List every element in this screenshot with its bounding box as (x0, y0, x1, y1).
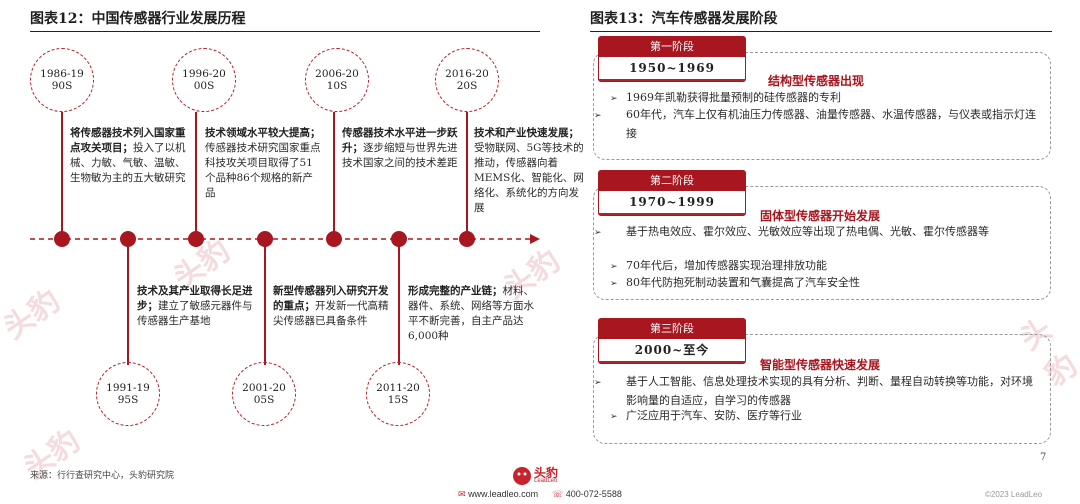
stage-bullet: ➢60年代，汽车上仅有机油压力传感器、油量传感器、水温传感器，与仪表或指示灯连接 (594, 108, 1036, 140)
connector-line (333, 112, 335, 234)
phone-icon: ☏ (552, 489, 564, 499)
bullet-arrow-icon: ➢ (610, 412, 618, 422)
bullet-arrow-icon: ➢ (610, 279, 618, 289)
era-circle-top: 1986-1990S (30, 48, 94, 112)
connector-line (195, 112, 197, 234)
left-title-rule (30, 31, 540, 32)
logo-text: 头豹 (534, 466, 559, 480)
timeline-dot (257, 231, 273, 247)
right-title-rule (590, 31, 1052, 32)
stage-box (593, 52, 1051, 160)
era-circle-bottom: 2001-2005S (232, 362, 296, 426)
era-circle-bottom: 1991-1995S (96, 362, 160, 426)
leopard-logo-icon (513, 467, 531, 485)
brand-logo: 头豹 LeadLeo (512, 464, 568, 488)
connector-line (264, 240, 266, 365)
stage-label: 第二阶段 1970~1999 (598, 170, 746, 216)
timeline-dot (188, 231, 204, 247)
stage-title: 智能型传感器快速发展 (760, 358, 881, 372)
timeline-event-text: 传感器技术水平进一步跃升；逐步缩短与世界先进技术国家之间的技术差距 (342, 127, 458, 169)
website-link[interactable]: ✉ www.leadleo.com (458, 489, 539, 499)
stage-label: 第一阶段 1950~1969 (598, 36, 746, 82)
watermark: 头豹 (0, 283, 67, 347)
timeline-dot (326, 231, 342, 247)
stage-label: 第三阶段 2000~至今 (598, 318, 746, 364)
era-circle-top: 2006-2010S (305, 48, 369, 112)
stage-bullet: ➢1969年凯勒获得批量预制的硅传感器的专利 (610, 89, 1040, 108)
bullet-arrow-icon: ➢ (594, 378, 602, 388)
stage-box (593, 334, 1051, 444)
stage-bullet: ➢广泛应用于汽车、安防、医疗等行业 (610, 407, 1040, 426)
connector-line (127, 240, 129, 365)
era-circle-top: 1996-2000S (172, 48, 236, 112)
timeline-event-text: 技术领域水平较大提高；传感器技术研究国家重点科技攻关项目取得了51个品种86个规… (205, 127, 321, 199)
right-figure-title: 图表13：汽车传感器发展阶段 (590, 11, 778, 27)
timeline-dot (391, 231, 407, 247)
timeline-event-text: 新型传感器列入研究开发的重点；开发新一代高精尖传感器已具备条件 (273, 285, 389, 327)
phone-contact: ☏ 400-072-5588 (552, 489, 622, 499)
email-icon: ✉ (458, 489, 466, 499)
copyright: ©2023 LeadLeo (985, 490, 1043, 499)
era-circle-bottom: 2011-2015S (366, 362, 430, 426)
stage-title: 固体型传感器开始发展 (760, 209, 881, 223)
stage-bullet: ➢80年代防抱死制动装置和气囊提高了汽车安全性 (610, 274, 1040, 293)
left-figure-title: 图表12：中国传感器行业发展历程 (30, 11, 246, 27)
timeline-dot (459, 231, 475, 247)
timeline-dot (120, 231, 136, 247)
era-circle-top: 2016-2020S (435, 48, 499, 112)
bullet-arrow-icon: ➢ (594, 228, 602, 238)
stage-box (593, 186, 1051, 300)
logo-sub: LeadLeo (534, 478, 558, 484)
stage-bullet: ➢基于人工智能、信息处理技术实现的具有分析、判断、量程自动转换等功能，对环境影响… (594, 375, 1033, 407)
connector-line (61, 112, 63, 234)
bullet-arrow-icon: ➢ (610, 262, 618, 272)
stage-bullet: ➢基于热电效应、霍尔效应、光敏效应等出现了热电偶、光敏、霍尔传感器等 (594, 223, 1040, 242)
stage-title: 结构型传感器出现 (768, 74, 865, 88)
timeline-axis (30, 234, 540, 244)
source-note: 来源：行行查研究中心，头豹研究院 (30, 471, 175, 481)
timeline-event-text: 形成完整的产业链；材料、器件、系统、网络等方面水平不断完善，自主产品达6,000… (408, 285, 534, 342)
timeline-dot (54, 231, 70, 247)
timeline-event-text: 技术及其产业取得长足进步；建立了敏感元器件与传感器生产基地 (137, 285, 253, 327)
timeline-event-text: 技术和产业快速发展；受物联网、5G等技术的推动，传感器向着MEMS化、智能化、网… (474, 127, 584, 214)
bullet-arrow-icon: ➢ (610, 94, 618, 104)
stage-bullet: ➢70年代后，增加传感器实现治理排放功能 (610, 257, 1040, 276)
connector-line (466, 112, 468, 234)
timeline-event-text: 将传感器技术列入国家重点攻关项目；投入了以机械、力敏、气敏、温敏、生物敏为主的五… (70, 127, 186, 184)
bullet-arrow-icon: ➢ (594, 111, 602, 121)
page-number: 7 (1040, 452, 1047, 463)
connector-line (398, 240, 400, 365)
